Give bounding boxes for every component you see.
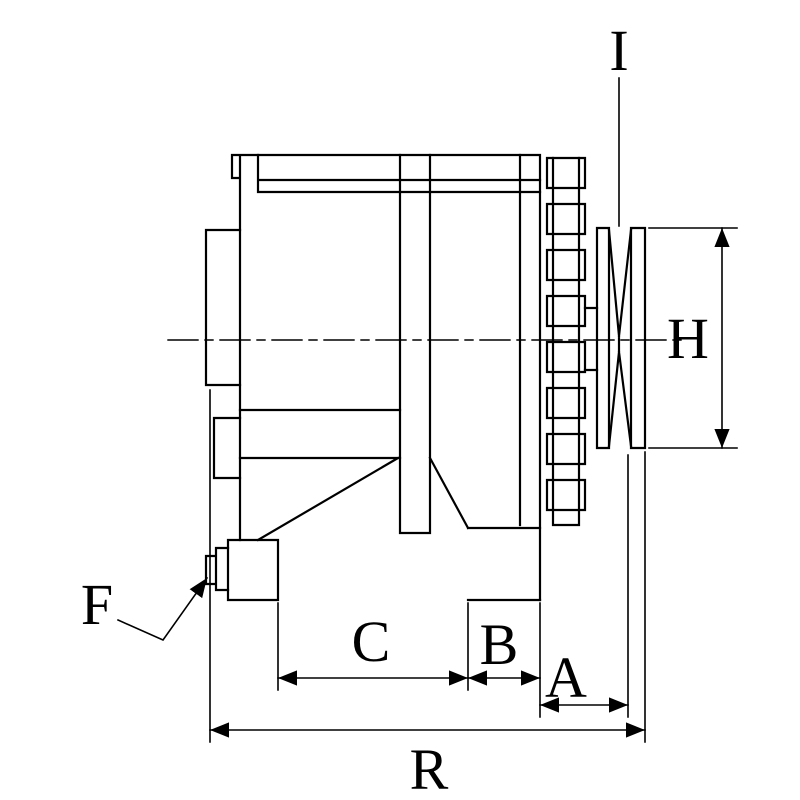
internal-divider-lines	[398, 153, 522, 535]
body-outline-path	[230, 153, 542, 602]
dimension-r: R	[209, 722, 646, 800]
leader-line-f	[116, 576, 209, 641]
dim-label-b: B	[480, 612, 519, 677]
front-foot-path	[226, 538, 280, 602]
upper-ear-path	[204, 228, 242, 387]
dim-label-f: F	[81, 572, 113, 637]
extension-lines-bottom-path	[209, 389, 646, 743]
dim-label-i: I	[609, 18, 628, 83]
dim-label-a: A	[545, 645, 587, 710]
pulley-groove-path	[607, 228, 633, 448]
fan-blade-rects	[545, 156, 587, 512]
dimension-c: C	[277, 609, 469, 686]
dimension-f: F	[81, 572, 209, 641]
lower-ear-path	[212, 416, 242, 480]
lower-body-lines	[238, 408, 542, 542]
dim-label-h: H	[667, 306, 709, 371]
dimension-h: H	[648, 227, 738, 449]
mounting-feet	[204, 538, 542, 602]
dim-label-c: C	[352, 609, 391, 674]
shaft-path	[583, 306, 599, 372]
dim-label-r: R	[410, 737, 449, 800]
extension-lines-bottom	[209, 389, 646, 743]
dimension-b: B	[467, 612, 541, 686]
alternator-body	[230, 153, 542, 602]
fan-fins	[545, 156, 587, 527]
dimension-a: A	[539, 645, 629, 713]
terminal-stud-path	[204, 546, 230, 592]
mounting-ears	[204, 228, 242, 480]
pulley	[583, 226, 647, 450]
pulley-right-flange	[629, 226, 647, 450]
pulley-left-flange	[595, 226, 611, 450]
dimension-i: I	[609, 18, 629, 227]
